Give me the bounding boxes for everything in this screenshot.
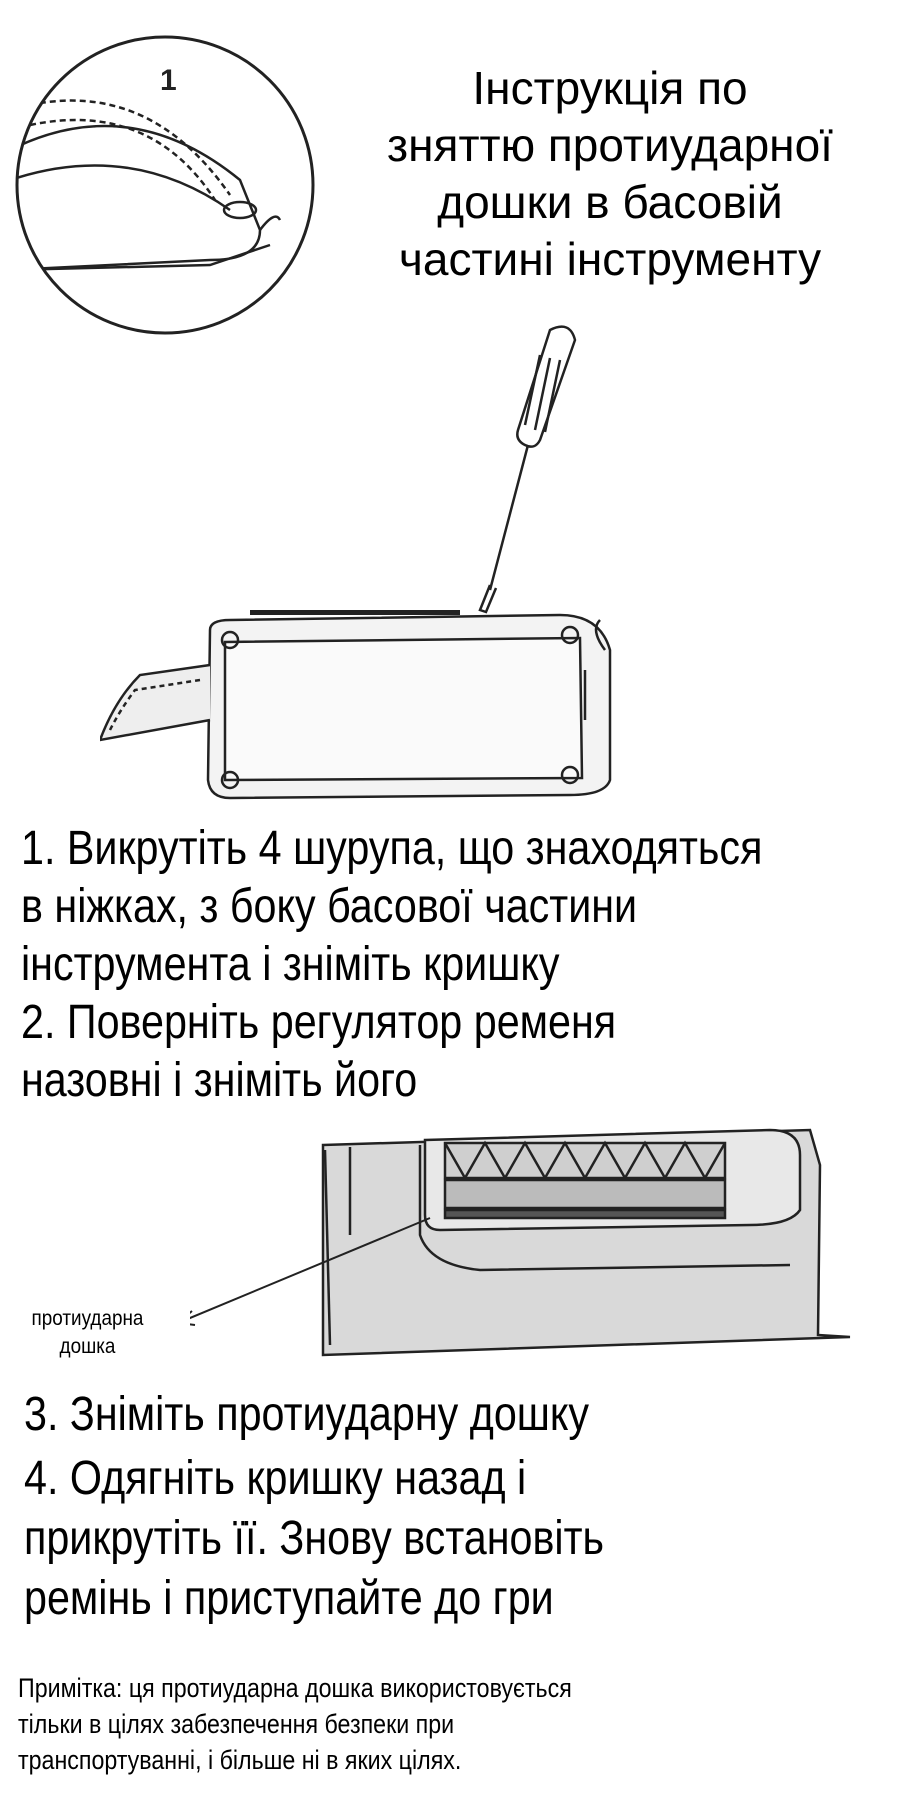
figure-number: 1	[160, 64, 177, 97]
steps-1-2: 1. Викрутіть 4 шурупа, що знаходяться в …	[21, 820, 762, 1110]
title-line: Інструкція по	[472, 62, 748, 114]
step-line: 2. Поверніть регулятор ременя	[21, 996, 617, 1049]
note-line: тільки в цілях забезпечення безпеки при	[18, 1709, 455, 1739]
board-label-line: дошка	[59, 1335, 116, 1358]
note-line: транспортуванні, і більше ні в яких ціля…	[18, 1745, 462, 1775]
step-line: прикрутіть її. Знову встановіть	[24, 1512, 605, 1565]
step-line: 4. Одягніть кришку назад і	[24, 1452, 527, 1505]
step-line: ремінь і приступайте до гри	[24, 1572, 554, 1625]
page-title: Інструкція по зняттю протиударної дошки …	[330, 60, 890, 288]
step-line: 3. Зніміть протиударну дошку	[24, 1388, 590, 1441]
board-label: протиударна дошка	[20, 1305, 155, 1361]
strap-adjuster-illustration: 1	[15, 35, 315, 335]
title-line: зняттю протиударної	[387, 119, 833, 171]
shock-board-illustration	[190, 1128, 851, 1357]
board-label-line: протиударна	[31, 1307, 144, 1330]
screwdriver-icon	[478, 325, 577, 614]
step-line: 1. Викрутіть 4 шурупа, що знаходяться	[21, 822, 763, 875]
note: Примітка: ця протиударна дошка використо…	[18, 1670, 572, 1778]
cover-removal-illustration	[100, 325, 612, 800]
step-line: інструмента і зніміть кришку	[21, 938, 560, 991]
step-line: в ніжках, з боку басової частини	[21, 880, 638, 933]
title-line: дошки в басовій	[437, 176, 783, 228]
title-line: частині інструменту	[398, 233, 822, 285]
steps-3-4: 3. Зніміть протиударну дошку 4. Одягніть…	[24, 1385, 604, 1629]
step-line: назовні і зніміть його	[21, 1054, 418, 1107]
arrow-icon	[190, 1310, 196, 1326]
note-line: Примітка: ця протиударна дошка використо…	[18, 1673, 572, 1703]
